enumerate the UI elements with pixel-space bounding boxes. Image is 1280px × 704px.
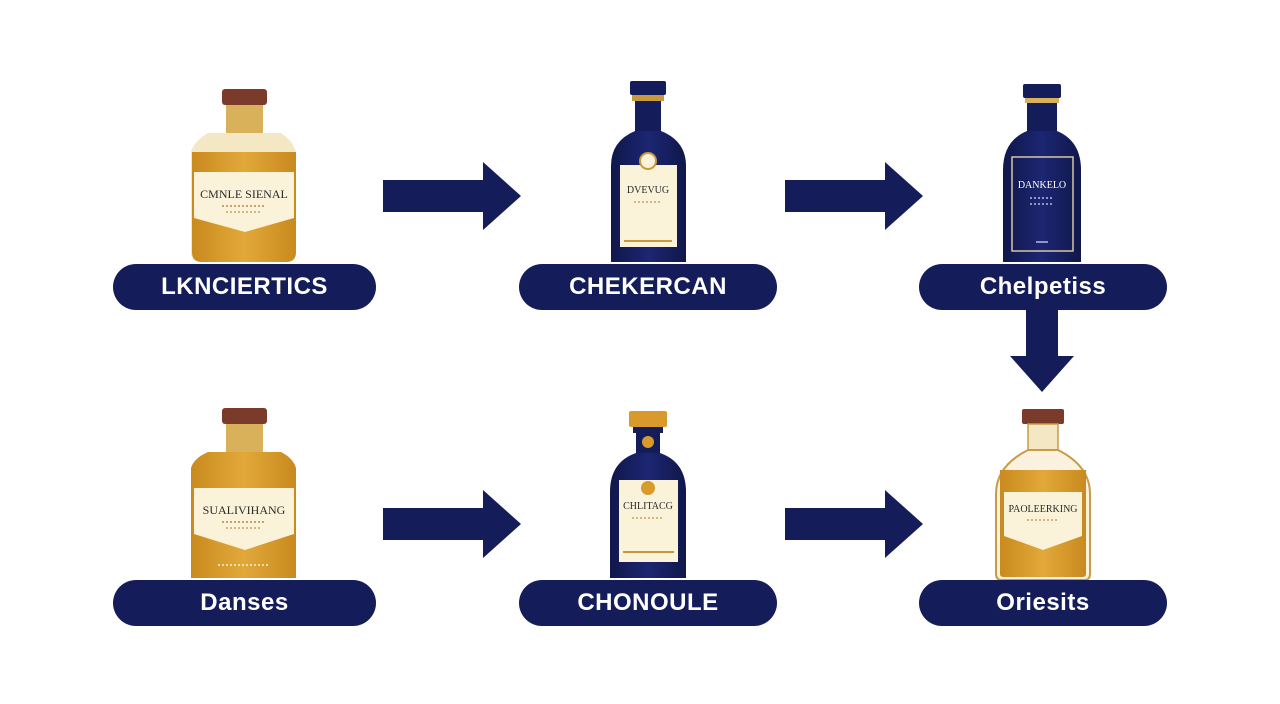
bottle-1: CMNLE SIENAL xyxy=(191,89,296,262)
step-1-label: LKNCIERTICS xyxy=(113,264,376,310)
step-2-label: CHEKERCAN xyxy=(519,264,777,310)
step-4-label: Danses xyxy=(113,580,376,626)
bottle-5-label-text: CHLITACG xyxy=(623,501,673,512)
bottle-3: DANKELO xyxy=(1003,84,1081,262)
step-6-label: Oriesits xyxy=(919,580,1167,626)
bottle-5: CHLITACG xyxy=(610,411,686,578)
arrow-right-s1-s2 xyxy=(383,162,521,230)
bottle-6: PAOLEERKING xyxy=(995,409,1091,581)
arrows-group xyxy=(383,162,1074,558)
bottle-4-label-text: SUALIVIHANG xyxy=(203,503,286,517)
bottle-3-label-text: DANKELO xyxy=(1018,180,1066,191)
arrow-right-s2-s3 xyxy=(785,162,923,230)
arrow-right-s5-s6 xyxy=(785,490,923,558)
bottle-2-label-text: DVEVUG xyxy=(627,185,669,196)
arrow-down-s3-s6 xyxy=(1010,310,1074,392)
bottle-2: DVEVUG xyxy=(611,81,686,262)
bottle-6-label-text: PAOLEERKING xyxy=(1008,504,1077,515)
bottle-4: SUALIVIHANG xyxy=(191,408,296,578)
arrow-right-s4-s5 xyxy=(383,490,521,558)
step-5-label: CHONOULE xyxy=(519,580,777,626)
step-3-label: Chelpetiss xyxy=(919,264,1167,310)
bottle-1-label-text: CMNLE SIENAL xyxy=(200,187,288,201)
